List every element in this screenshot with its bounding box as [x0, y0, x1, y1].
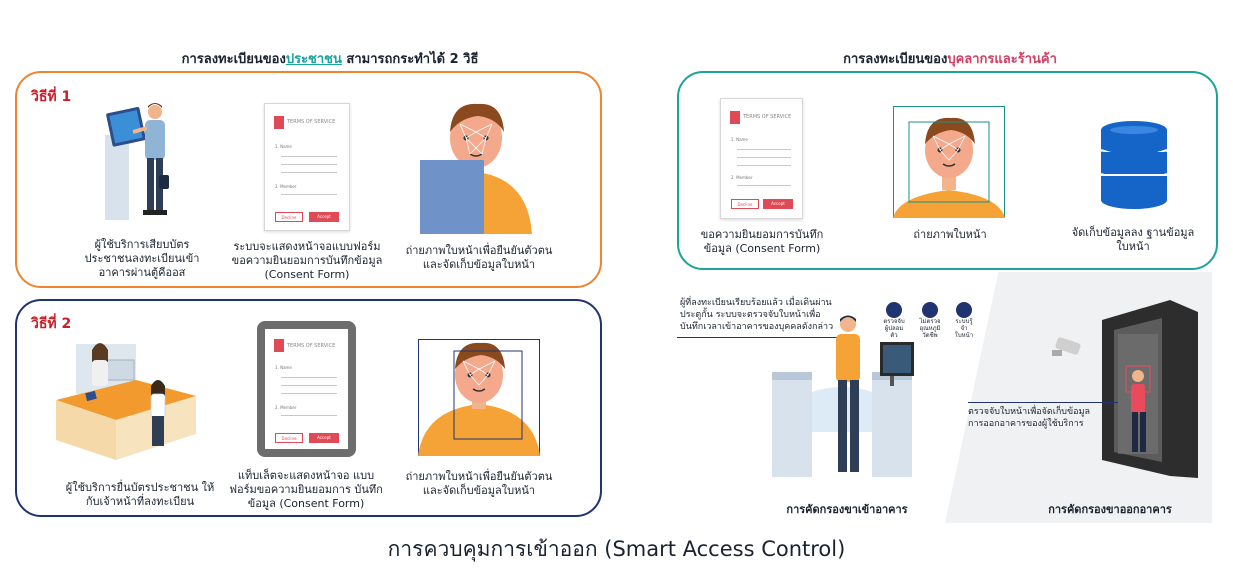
way1-step3-caption: ถ่ายภาพใบหน้าเพื่อยืนยันตัวตน และจัดเก็บ… [405, 244, 553, 271]
page-title: การควบคุมการเข้าออก (Smart Access Contro… [387, 537, 846, 561]
face-recognition-icon [956, 302, 972, 318]
staff-step3-caption: จัดเก็บข้อมูลลง ฐานข้อมูลใบหน้า [1071, 226, 1195, 253]
way1-step1-caption: ผู้ใช้บริการเสียบบัตร ประชาชนลงทะเบียนเข… [84, 238, 200, 279]
accept-button[interactable]: Accept [309, 433, 339, 443]
exit-caption: การคัดกรองขาออกอาคาร [1048, 503, 1172, 516]
form-line [281, 415, 337, 416]
form-header: TERMS OF SERVICE [743, 114, 792, 120]
document-icon [274, 116, 284, 129]
thermometer-icon [922, 302, 938, 318]
form-line [281, 393, 337, 394]
way1-label: วิธีที่ 1 [31, 89, 72, 105]
form-line [281, 172, 337, 173]
form-field-1: 1. Name [275, 365, 292, 370]
form-line [281, 194, 337, 195]
public-section-title: การลงทะเบียนของประชาชน สามารถกระทำได้ 2 … [181, 52, 479, 67]
feature-item: ไม่ตรวจ อุณหภูมิ วัดชีพ [918, 302, 942, 339]
entry-description: ผู้ที่ลงทะเบียนเรียบร้อยแล้ว เมื่อเดินผ่… [680, 298, 834, 332]
form-line [737, 185, 791, 186]
way2-consent-form: TERMS OF SERVICE 1. Name 2. Member Decli… [265, 329, 348, 449]
form-field-1: 1. Name [731, 137, 748, 142]
document-icon [730, 111, 740, 124]
cctv-camera-icon [1052, 337, 1081, 356]
form-line [737, 157, 791, 158]
form-line [737, 165, 791, 166]
form-line [281, 385, 337, 386]
staff-face-scan-illustration [893, 106, 1005, 218]
form-line [281, 156, 337, 157]
exit-gate-illustration [1052, 300, 1198, 478]
decline-button[interactable]: Decline [275, 212, 303, 222]
staff-step1-caption: ขอความยินยอมการบันทึก ข้อมูล (Consent Fo… [700, 228, 824, 255]
way1-panel [15, 71, 602, 288]
entry-pointer-line [677, 337, 837, 338]
face-scan-illustration [418, 339, 540, 456]
feature-2-label: ไม่ตรวจ อุณหภูมิ วัดชีพ [919, 318, 941, 339]
way2-step1-caption: ผู้ใช้บริการยื่นบัตรประชาชน ให้กับเจ้าหน… [65, 481, 215, 508]
decline-button[interactable]: Decline [275, 433, 303, 443]
form-field-2: 2. Member [731, 175, 753, 180]
form-line [281, 164, 337, 165]
form-line [281, 377, 337, 378]
document-icon [274, 339, 284, 352]
way2-label: วิธีที่ 2 [31, 316, 72, 332]
accept-button[interactable]: Accept [763, 199, 793, 209]
form-header: TERMS OF SERVICE [287, 343, 336, 349]
face-scan-illustration [420, 103, 532, 234]
form-line [737, 149, 791, 150]
way1-consent-form: TERMS OF SERVICE 1. Name 2. Member Decli… [264, 103, 350, 231]
feature-1-label: ตรวจจับ ผู้ปลอมตัว [883, 318, 905, 339]
form-field-1: 1. Name [275, 144, 292, 149]
exit-pointer-line [968, 402, 1118, 403]
entry-caption: การคัดกรองขาเข้าอาคาร [786, 503, 908, 516]
database-icon [1100, 121, 1168, 209]
staff-panel [677, 71, 1218, 270]
accept-button[interactable]: Accept [309, 212, 339, 222]
decline-button[interactable]: Decline [731, 199, 759, 209]
way2-panel [15, 299, 602, 517]
exit-description: ตรวจจับใบหน้าเพื่อจัดเก็บข้อมูล การออกอา… [968, 407, 1091, 429]
feature-3-label: ระบบรู้จำ ใบหน้า [954, 318, 974, 339]
tablet-device: TERMS OF SERVICE 1. Name 2. Member Decli… [257, 321, 356, 457]
way2-step3-caption: ถ่ายภาพใบหน้าเพื่อยืนยันตัวตน และจัดเก็บ… [405, 470, 553, 497]
staff-step2-caption: ถ่ายภาพใบหน้า [913, 228, 987, 241]
feature-item: ระบบรู้จำ ใบหน้า [952, 302, 976, 339]
staff-consent-form: TERMS OF SERVICE 1. Name 2. Member Decli… [720, 98, 803, 219]
kiosk-user-illustration [105, 103, 169, 220]
face-detect-icon [886, 302, 902, 318]
way1-step2-caption: ระบบจะแสดงหน้าจอแบบฟอร์ม ขอความยินยอมการ… [231, 240, 383, 281]
feature-item: ตรวจจับ ผู้ปลอมตัว [882, 302, 906, 339]
way2-step2-caption: แท็บเล็ตจะแสดงหน้าจอ แบบฟอร์มขอความยินยอ… [229, 469, 383, 510]
form-field-2: 2. Member [275, 184, 297, 189]
form-field-2: 2. Member [275, 405, 297, 410]
turnstile-gate-illustration [772, 315, 914, 477]
staff-section-title: การลงทะเบียนของบุคลากรและร้านค้า [843, 52, 1057, 67]
reception-desk-illustration [56, 343, 196, 460]
form-header: TERMS OF SERVICE [287, 119, 336, 125]
